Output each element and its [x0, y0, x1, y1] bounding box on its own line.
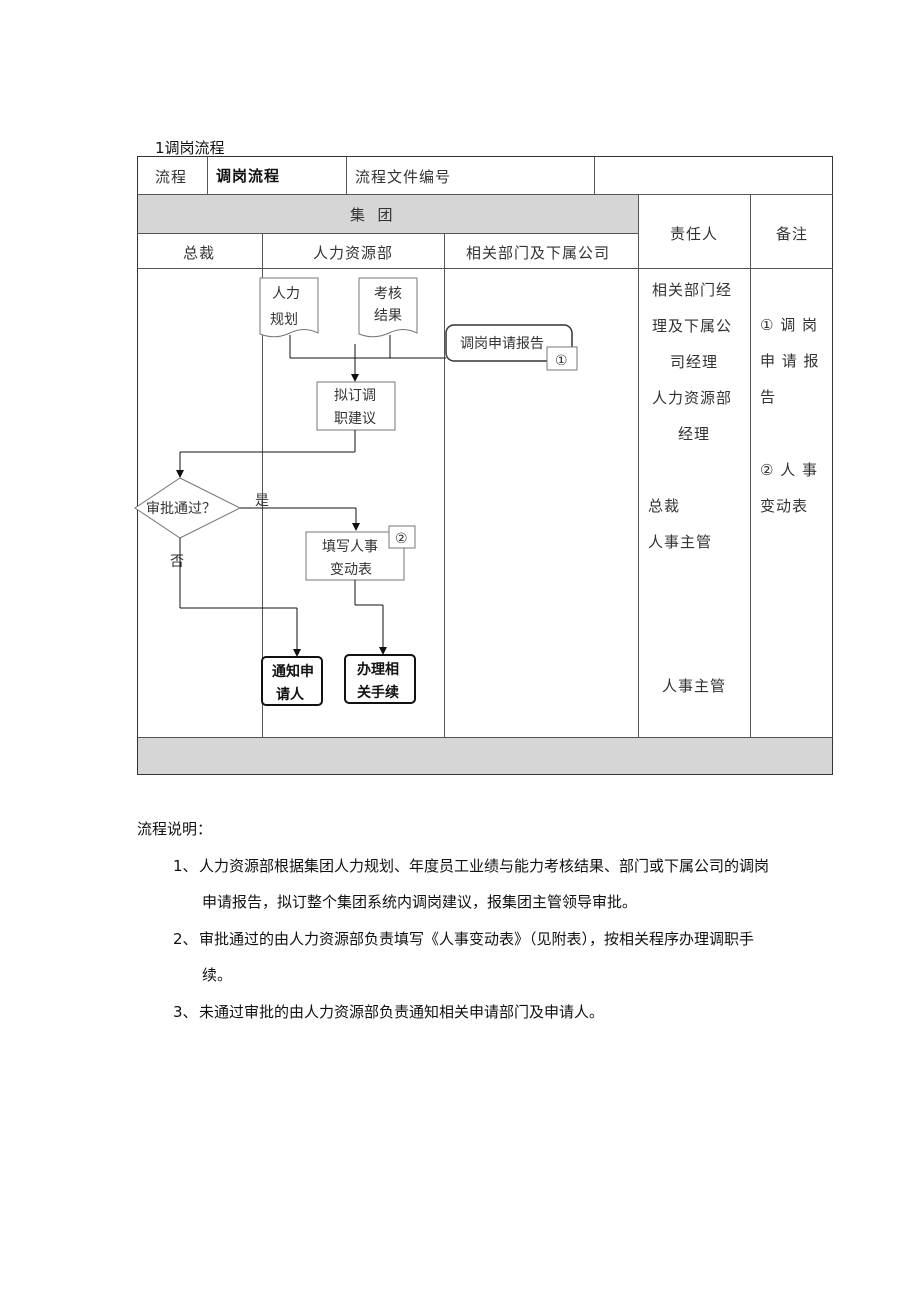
remarks-block-1: ① 调 岗 申 请 报 告 — [760, 307, 820, 415]
fill-form-no: ② — [395, 531, 408, 547]
responsible-line: 人力资源部 — [652, 389, 733, 407]
remark-line: ① 调 岗 — [760, 316, 818, 334]
remark-line: 告 — [760, 388, 777, 406]
draft-line1: 拟订调 — [334, 388, 376, 404]
remark-line: ② 人 事 — [760, 461, 818, 479]
description-item-no: 1、 — [173, 857, 198, 875]
responsible-line: 总裁 — [648, 497, 681, 515]
column-responsible: 责任人 — [670, 225, 719, 243]
column-hr: 人力资源部 — [313, 244, 394, 262]
description-title: 流程说明： — [137, 820, 213, 838]
fill-form-badge — [388, 525, 416, 549]
notify-line1: 通知申 — [272, 663, 314, 680]
apply-report-box — [445, 324, 573, 362]
hr-plan-line2: 规划 — [270, 312, 298, 328]
hr-plan-line1: 人力 — [272, 286, 300, 302]
remark-line: 变动表 — [760, 497, 809, 515]
hr-plan-document — [259, 277, 319, 338]
responsible-line: 司经理 — [670, 353, 719, 371]
description-item-line: 未通过审批的由人力资源部负责通知相关申请部门及申请人。 — [199, 1003, 605, 1021]
description-item-no: 2、 — [173, 930, 198, 948]
apply-report-label: 调岗申请报告 — [460, 336, 544, 352]
assess-line2: 结果 — [374, 308, 402, 324]
decision-label: 审批通过？ — [146, 501, 216, 517]
column-dept: 相关部门及下属公司 — [466, 244, 611, 262]
flow-table — [137, 156, 833, 775]
draft-line2: 职建议 — [334, 411, 376, 427]
responsible-line: 相关部门经 — [652, 281, 733, 299]
description-item-line: 审批通过的由人力资源部负责填写《人事变动表》（见附表），按相关程序办理调职手 — [199, 930, 755, 948]
flow-label: 流程 — [155, 168, 188, 186]
group-header: 集 团 — [350, 206, 394, 224]
description-item-line: 续。 — [202, 966, 233, 984]
group-header-band — [138, 195, 638, 233]
handle-box — [344, 654, 416, 704]
notify-box — [261, 656, 323, 706]
apply-report-no: ① — [555, 353, 568, 369]
responsible-line: 人事主管 — [648, 533, 713, 551]
responsible-block-3: 人事主管 — [662, 677, 727, 695]
column-remarks: 备注 — [776, 225, 809, 243]
flowchart: 人力 规划 考核 结果 调岗申请报告 ① 拟订调 职建议 审批通过？ 是 否 填… — [134, 277, 578, 706]
responsible-block-2: 总裁 人事主管 — [648, 488, 712, 560]
draft-box — [316, 381, 396, 431]
handle-line2: 关手续 — [357, 684, 399, 701]
responsible-line: 经理 — [678, 425, 711, 443]
assess-line1: 考核 — [374, 286, 402, 302]
description-item-line: 申请报告，拟订整个集团系统内调岗建议，报集团主管领导审批。 — [202, 893, 638, 911]
section-title: 1调岗流程 — [155, 139, 225, 157]
notify-line2: 请人 — [276, 686, 305, 703]
responsible-block-1: 相关部门经 理及下属公 司经理 人力资源部 经理 — [652, 272, 732, 452]
responsible-line: 理及下属公 — [652, 317, 733, 335]
yes-label: 是 — [255, 493, 269, 509]
remarks-block-2: ② 人 事 变动表 — [760, 452, 818, 524]
footer-band — [138, 738, 832, 774]
description-item-line: 人力资源部根据集团人力规划、年度员工业绩与能力考核结果、部门或下属公司的调岗 — [199, 857, 770, 875]
fill-form-box — [305, 531, 405, 581]
description-item-no: 3、 — [173, 1003, 198, 1021]
handle-line1: 办理相 — [357, 661, 399, 678]
apply-report-badge — [546, 346, 578, 371]
doc-no-label: 流程文件编号 — [355, 168, 452, 186]
assess-document — [358, 277, 418, 338]
column-ceo: 总裁 — [183, 244, 216, 262]
no-label: 否 — [170, 554, 184, 570]
flow-name: 调岗流程 — [216, 167, 281, 185]
remark-line: 申 请 报 — [760, 352, 820, 370]
fill-form-line1: 填写人事 — [322, 539, 378, 555]
fill-form-line2: 变动表 — [330, 562, 372, 578]
